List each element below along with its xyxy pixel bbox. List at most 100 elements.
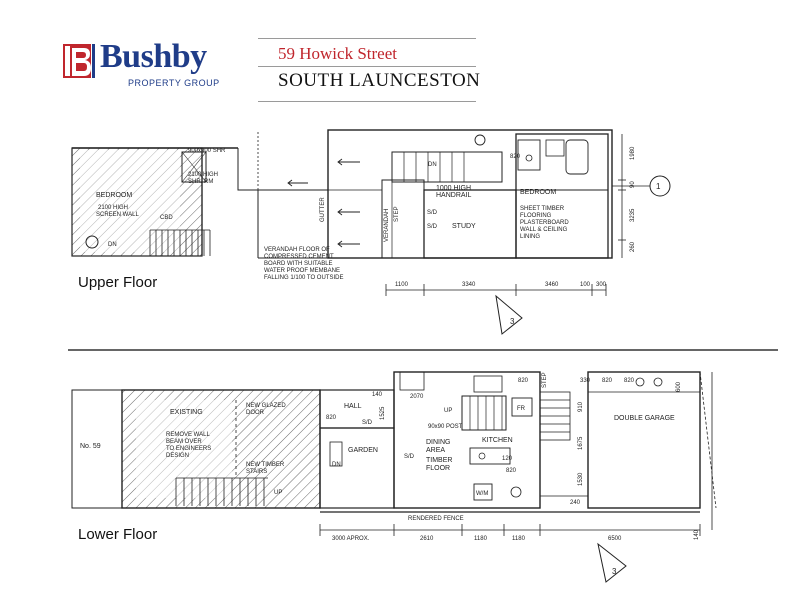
lower-dim-240: 240: [570, 500, 581, 506]
lower-dim-a: 3000 APROX.: [332, 536, 370, 542]
upper-label-bedroom-right: BEDROOM: [520, 189, 556, 196]
lower-double-garage: [587, 371, 701, 509]
upper-verandah-note-5: FALLING 1/100 TO OUTSIDE: [264, 275, 343, 281]
lower-note-new-stairs-1: NEW TIMBER: [246, 462, 285, 468]
upper-verandah-note-4: WATER PROOF MEMBANE: [264, 268, 340, 274]
lower-note-sd2: S/D: [404, 454, 415, 460]
upper-note-sd1: S/D: [427, 210, 438, 216]
lower-dim-2070: 2070: [410, 394, 424, 400]
lower-dim-820e: 820: [506, 468, 517, 474]
upper-note-timber-5: LINING: [520, 234, 540, 240]
upper-dim-d: 100: [580, 282, 591, 288]
lower-note-fr: FR: [517, 406, 526, 412]
upper-section-marker: 1: [656, 182, 661, 191]
upper-note-dn-stair: DN: [428, 162, 437, 168]
lower-note-remove-4: DESIGN: [166, 453, 189, 459]
lower-dim-330: 330: [580, 378, 591, 384]
upper-verandah-note-3: BOARD WITH SUITABLE: [264, 261, 333, 267]
brand-name: Bushby: [100, 38, 207, 75]
section-marker-icon: [649, 175, 671, 197]
header-rule-bottom: [258, 101, 476, 102]
lower-dim-140: 140: [372, 392, 383, 398]
header: Bushby PROPERTY GROUP 59 Howick Street S…: [0, 0, 800, 110]
lower-label-timber-2: FLOOR: [426, 465, 450, 472]
upper-note-timber-3: PLASTERBOARD: [520, 220, 569, 226]
lower-dim-1675: 1675: [578, 436, 584, 450]
upper-bedroom-right: [515, 133, 609, 259]
upper-side-dim-4: 260: [630, 241, 636, 252]
lower-dim-120: 120: [502, 456, 513, 462]
lower-label-dining-2: AREA: [426, 447, 445, 454]
lower-dim-820a: 820: [326, 415, 337, 421]
upper-note-sd2: S/D: [427, 224, 438, 230]
upper-stairs-left: [149, 229, 211, 256]
lower-washing-machine: [473, 483, 493, 501]
upper-label-study: STUDY: [452, 223, 476, 230]
upper-note-timber-1: SHEET TIMBER: [520, 206, 565, 212]
lower-dim-820d: 820: [624, 378, 635, 384]
upper-side-dim-2: 90: [630, 181, 636, 188]
upper-stair-void: [391, 151, 503, 183]
lower-north-marker: 3: [612, 567, 617, 576]
lower-note-wm: W/M: [476, 491, 488, 497]
bushby-logo: Bushby PROPERTY GROUP: [62, 38, 222, 100]
lower-note-post: 90x90 POST: [428, 424, 463, 430]
lower-label-garden: GARDEN: [348, 447, 378, 454]
upper-note-cbd: CBD: [160, 215, 173, 221]
lower-note-remove-3: TO ENGINEERS: [166, 446, 211, 452]
lower-note-dn: DN: [332, 462, 341, 468]
property-street: 59 Howick Street: [278, 44, 397, 63]
lower-dim-b: 2610: [420, 536, 434, 542]
upper-bath: [565, 139, 589, 175]
lower-note-fence: RENDERED FENCE: [408, 516, 464, 522]
lower-fridge: [511, 397, 533, 417]
property-suburb: SOUTH LAUNCESTON: [278, 70, 481, 91]
lower-note-up-stair: UP: [444, 408, 452, 414]
roof-fall-arrows: [287, 158, 360, 248]
upper-dim-a: 1100: [395, 282, 409, 288]
upper-note-shr-height: 2100 HIGH: [188, 172, 218, 178]
lower-dim-820c: 820: [602, 378, 613, 384]
header-rule-mid: [258, 66, 476, 67]
upper-note-shr-size: 900x900 SHR: [188, 148, 226, 154]
bushby-logo-icon: [63, 44, 95, 78]
lower-dim-f: 140: [694, 529, 700, 540]
lower-new-stairs: [175, 477, 268, 506]
lower-note-sd1: S/D: [362, 420, 373, 426]
lower-floor-plan: [71, 371, 717, 583]
upper-note-timber-2: FLOORING: [520, 213, 552, 219]
upper-note-dn: DN: [108, 242, 117, 248]
lower-stair: [461, 395, 507, 431]
upper-floor-plan: [71, 129, 671, 335]
lower-label-existing: EXISTING: [170, 409, 203, 416]
lower-note-up: UP: [274, 490, 282, 496]
lower-dim-600: 600: [676, 381, 682, 392]
upper-side-dim-1: 1980: [630, 146, 636, 160]
upper-north-marker: 3: [510, 317, 515, 326]
upper-verandah-note-2: COMPRESSED CEMENT: [264, 254, 334, 260]
lower-dim-820b: 820: [518, 378, 529, 384]
header-rule-top: [258, 38, 476, 39]
lower-note-new-door-1: NEW GLAZED: [246, 403, 286, 409]
lower-dim-1530: 1530: [578, 472, 584, 486]
upper-note-gutter: GUTTER: [320, 197, 326, 222]
north-marker-lower-icon: [597, 542, 627, 583]
upper-note-screen-1: 2100 HIGH: [98, 205, 128, 211]
lower-dim-910: 910: [578, 401, 584, 412]
upper-note-verandah: VERANDAH: [384, 209, 390, 242]
lower-note-step: STEP: [542, 372, 548, 388]
upper-dim-b: 3340: [462, 282, 476, 288]
lower-dim-e: 6500: [608, 536, 622, 542]
lower-label-hall: HALL: [344, 403, 362, 410]
upper-note-handrail-2: HANDRAIL: [436, 192, 472, 199]
upper-note-shr-rm: SHR. RM: [188, 179, 213, 185]
upper-shower: [181, 151, 207, 183]
brand-subtitle: PROPERTY GROUP: [128, 78, 220, 88]
lower-label-dining-1: DINING: [426, 439, 451, 446]
lower-kitchen-bench: [469, 447, 511, 465]
upper-note-screen-2: SCREEN WALL: [96, 212, 139, 218]
upper-floor-label: Upper Floor: [78, 274, 158, 291]
upper-label-bedroom-left: BEDROOM: [96, 192, 132, 199]
lower-label-kitchen: KITCHEN: [482, 437, 513, 444]
